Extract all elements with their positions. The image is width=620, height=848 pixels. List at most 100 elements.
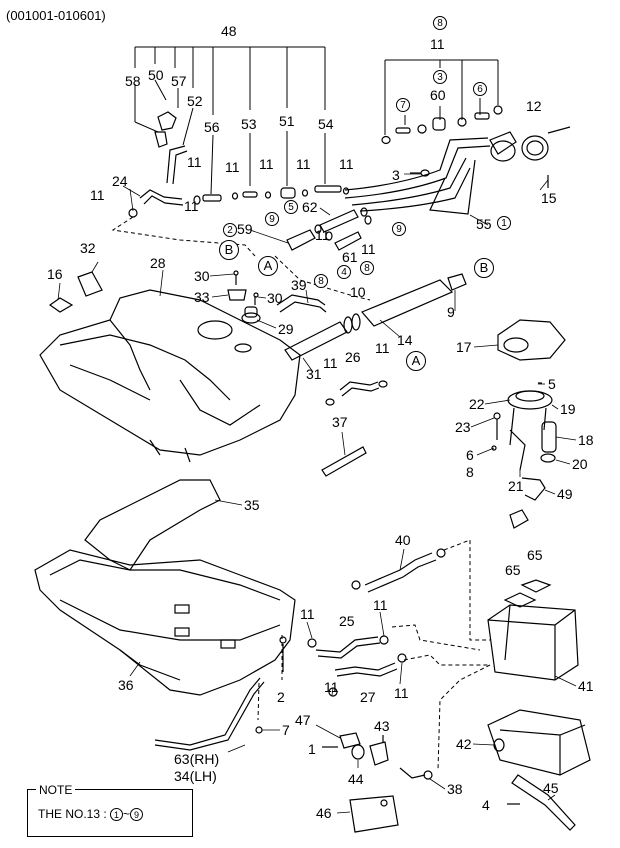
part-label-9a: 9	[447, 304, 455, 320]
part-label-4: 4	[482, 797, 490, 813]
part-label-55: 55	[476, 216, 492, 232]
ref-circle-c5: 5	[284, 200, 298, 214]
strap-63-34	[154, 636, 287, 751]
part-label-14: 14	[397, 332, 413, 348]
part-label-39: 39	[291, 277, 307, 293]
part-label-11o: 11	[324, 679, 339, 695]
part-label-8a: 8	[466, 464, 474, 480]
part-label-11f: 11	[339, 156, 354, 172]
ref-circle-c9b: 9	[392, 222, 406, 236]
part-label-47: 47	[295, 712, 311, 728]
part-label-10: 10	[350, 284, 366, 300]
fill-hoses	[276, 273, 467, 361]
part-label-16: 16	[47, 266, 63, 282]
part-label-58: 58	[125, 73, 141, 89]
part-label-11j: 11	[361, 241, 376, 257]
part-label-26: 26	[345, 349, 361, 365]
part-label-48: 48	[221, 23, 237, 39]
part-label-38: 38	[447, 781, 463, 797]
part-label-18: 18	[578, 432, 594, 448]
part-label-25: 25	[339, 613, 355, 629]
filler-neck-assembly	[344, 126, 571, 215]
part-label-51: 51	[279, 113, 295, 129]
ref-circle-c2: 2	[223, 223, 237, 237]
part-label-1: 1	[308, 741, 316, 757]
part-label-5: 5	[548, 376, 556, 392]
part-label-11b: 11	[187, 154, 202, 170]
part-label-42: 42	[456, 736, 472, 752]
part-label-37: 37	[332, 414, 348, 430]
part-label-2: 2	[277, 689, 285, 705]
ref-circle-c7: 7	[396, 98, 410, 112]
connector-marker-cB2: B	[474, 258, 494, 278]
part-label-15: 15	[541, 190, 557, 206]
part-label-36: 36	[118, 677, 134, 693]
part-label-11n: 11	[373, 597, 388, 613]
valve-parts	[227, 270, 261, 324]
part-label-11p: 11	[394, 685, 409, 701]
pads-32-16	[48, 271, 103, 313]
serial-range-label: (001001-010601)	[6, 8, 106, 23]
part-label-12: 12	[526, 98, 542, 114]
hose-24-52	[139, 111, 188, 206]
part-label-23: 23	[455, 419, 471, 435]
part-label-24: 24	[112, 173, 128, 189]
part-label-11i: 11	[315, 227, 330, 243]
connector-marker-cB1: B	[219, 240, 239, 260]
part-label-46: 46	[316, 805, 332, 821]
part-label-22: 22	[469, 396, 485, 412]
part-label-63: 63(RH)	[174, 751, 220, 767]
dashed-connectors	[111, 216, 491, 771]
part-label-45: 45	[543, 780, 559, 796]
part-label-11a: 11	[430, 36, 445, 52]
part-label-40: 40	[395, 532, 411, 548]
part-label-43: 43	[374, 718, 390, 734]
ref-circle-c8c: 8	[360, 261, 374, 275]
part-label-53: 53	[241, 116, 257, 132]
part-label-41: 41	[578, 678, 594, 694]
part-label-11e: 11	[296, 156, 311, 172]
bracket-42-45	[487, 709, 591, 831]
part-label-31: 31	[306, 366, 322, 382]
part-label-7: 7	[282, 722, 290, 738]
part-label-11k: 11	[323, 355, 338, 371]
part-label-60: 60	[430, 87, 446, 103]
note-circle-9: 9	[130, 808, 144, 822]
part-label-27: 27	[360, 689, 376, 705]
part-label-33: 33	[194, 289, 210, 305]
ref-circle-c6: 6	[473, 82, 487, 96]
part-label-32: 32	[80, 240, 96, 256]
ref-circle-c3: 3	[433, 70, 447, 84]
parts-47-43-44-46-38	[322, 732, 433, 833]
part-label-11g: 11	[90, 187, 105, 203]
connector-marker-cA1: A	[258, 256, 278, 276]
hose-59-62-61	[286, 207, 372, 251]
hoses-40-25-27	[307, 548, 446, 697]
part-label-59: 59	[237, 221, 253, 237]
part-label-65b: 65	[527, 547, 543, 563]
part-label-61: 61	[342, 249, 358, 265]
part-label-11h: 11	[184, 198, 199, 214]
part-label-17: 17	[456, 339, 472, 355]
part-label-28: 28	[150, 255, 166, 271]
note-title: NOTE	[36, 783, 76, 797]
part-label-11m: 11	[300, 606, 315, 622]
part-label-54: 54	[318, 116, 334, 132]
note-circle-1: 1	[110, 808, 124, 822]
part-label-29: 29	[278, 321, 294, 337]
part-label-65a: 65	[505, 562, 521, 578]
part-label-11l: 11	[375, 340, 390, 356]
ref-circle-c4: 4	[337, 265, 351, 279]
part-label-34: 34(LH)	[174, 768, 217, 784]
ref-circle-c9a: 9	[265, 212, 279, 226]
note-tilde: ~	[123, 807, 131, 821]
note-box	[27, 789, 193, 837]
leader-lines	[57, 173, 577, 814]
part-label-57: 57	[171, 73, 187, 89]
part-label-11c: 11	[225, 159, 240, 175]
part-label-50: 50	[148, 67, 164, 83]
part-label-11d: 11	[259, 156, 274, 172]
part-label-19: 19	[560, 401, 576, 417]
